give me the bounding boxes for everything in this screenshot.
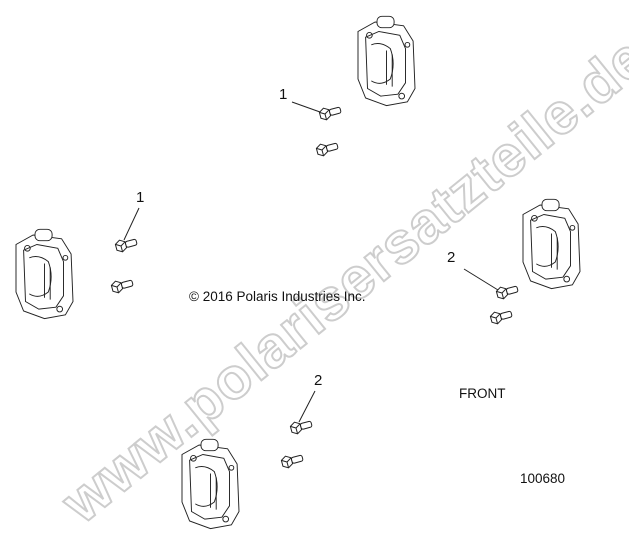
figure-number: 100680 <box>520 471 566 486</box>
leader-line-right <box>463 268 499 291</box>
bolt-left-2 <box>110 276 135 295</box>
bolt-top-1 <box>318 103 343 122</box>
bolt-bottom-1 <box>289 417 314 436</box>
bolt-top-2 <box>315 139 340 158</box>
bolt-right-1 <box>495 282 520 301</box>
callout-label-1-left: 1 <box>136 189 145 206</box>
bolt-left-1 <box>114 235 139 254</box>
leader-line-top <box>291 101 321 113</box>
callout-label-2-bottom: 2 <box>314 372 323 389</box>
leader-line-left <box>123 207 140 241</box>
bolt-bottom-2 <box>280 451 305 470</box>
brake-caliper-bottom <box>181 438 240 530</box>
brake-caliper-top <box>357 15 416 107</box>
copyright-notice: © 2016 Polaris Industries Inc. <box>189 289 366 304</box>
callout-label-2-right: 2 <box>447 249 456 266</box>
brake-caliper-left <box>15 228 74 320</box>
front-direction-label: FRONT <box>459 386 506 401</box>
bolt-right-2 <box>489 307 514 326</box>
callout-label-1-top: 1 <box>279 86 288 103</box>
leader-line-bottom <box>298 390 316 423</box>
brake-caliper-right <box>522 198 581 290</box>
